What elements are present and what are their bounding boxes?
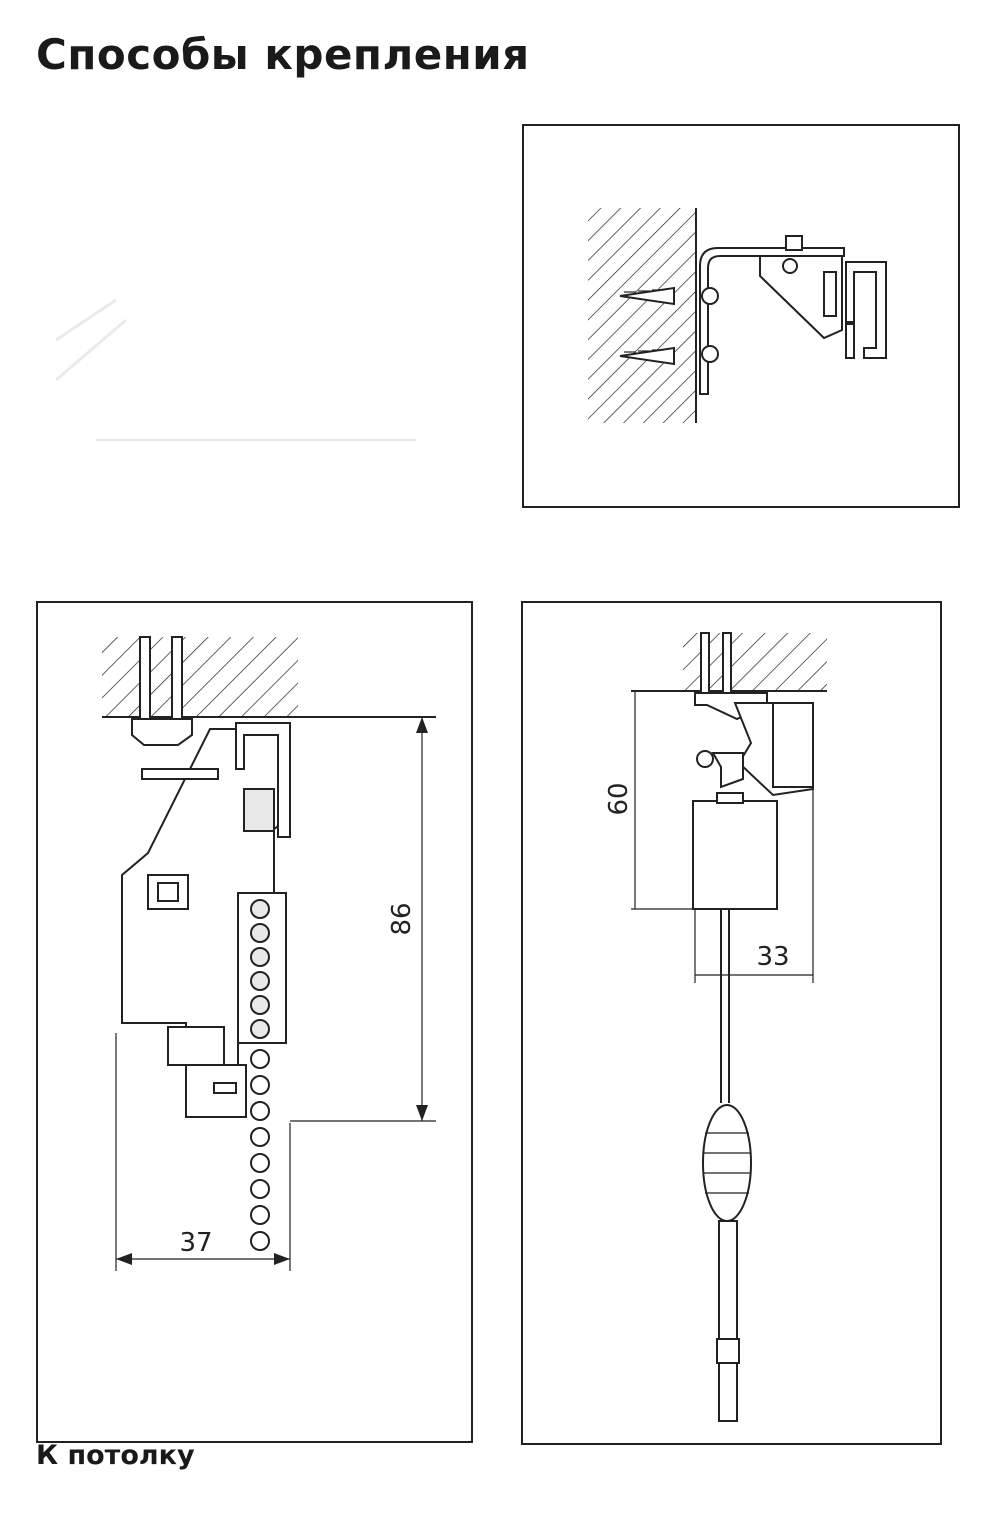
wall-mount-drawing: [588, 208, 887, 423]
dim-height-86: 86: [387, 902, 417, 935]
bead-chain: [250, 899, 270, 1251]
chain-ceiling-diagram: 86 37: [36, 601, 473, 1443]
caption-ceiling: К потолку: [36, 1440, 195, 1471]
dim-width-37: 37: [179, 1228, 212, 1258]
wand-ceiling-drawing: 60 33: [604, 632, 827, 1422]
wall-mount-diagram: [522, 124, 960, 508]
dim-height-60: 60: [604, 782, 634, 815]
dim-width-33: 33: [756, 942, 789, 972]
wand-handle: [702, 1104, 752, 1222]
faded-illustration: [55, 298, 416, 441]
upper-anchor: [619, 286, 719, 306]
page-title: Способы крепления: [36, 30, 530, 79]
wand-ceiling-diagram: 60 33: [521, 601, 942, 1445]
lower-anchor: [619, 345, 719, 366]
chain-ceiling-drawing: 86 37: [102, 636, 436, 1271]
